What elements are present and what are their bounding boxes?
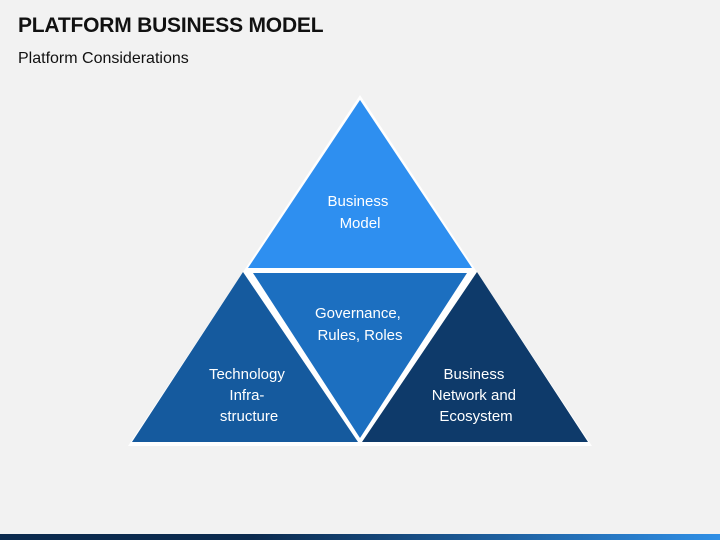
center-triangle[interactable] bbox=[253, 273, 467, 438]
top-label-line-2: Model bbox=[340, 215, 381, 232]
top-label-line-1: Business bbox=[327, 193, 388, 210]
top-triangle[interactable] bbox=[248, 100, 472, 268]
left-triangle-label: Technology Infra- structure bbox=[209, 366, 289, 425]
left-triangle[interactable] bbox=[132, 272, 358, 442]
bottom-accent-bar bbox=[0, 534, 720, 540]
top-triangle-label: Business Model bbox=[327, 193, 392, 232]
center-label-line-1: Governance, bbox=[315, 305, 401, 322]
left-label-line-2: Infra- bbox=[229, 387, 264, 404]
center-triangle-label: Governance, Rules, Roles bbox=[315, 305, 405, 344]
left-label-line-3: structure bbox=[220, 408, 278, 425]
right-label-line-1: Business bbox=[443, 366, 504, 383]
right-triangle-label: Business Network and Ecosystem bbox=[432, 366, 520, 425]
right-label-line-2: Network and bbox=[432, 387, 516, 404]
right-label-line-3: Ecosystem bbox=[439, 408, 512, 425]
right-triangle[interactable] bbox=[362, 272, 588, 442]
center-label-line-2: Rules, Roles bbox=[317, 327, 402, 344]
slide-subtitle: Platform Considerations bbox=[18, 50, 189, 67]
slide-title: PLATFORM BUSINESS MODEL bbox=[18, 14, 324, 37]
left-label-line-1: Technology bbox=[209, 366, 285, 383]
